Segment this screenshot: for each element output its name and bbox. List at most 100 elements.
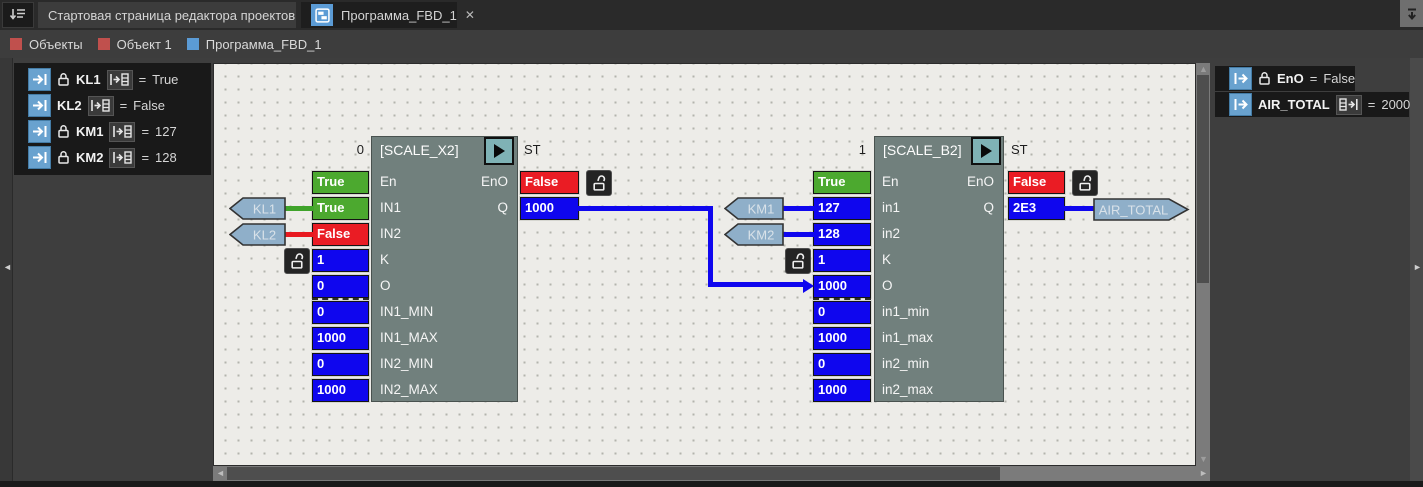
variable-row-km2[interactable]: KM2=128 <box>14 145 211 170</box>
bottom-strip <box>0 481 1423 487</box>
tag-label: AIR_TOTAL <box>1099 203 1169 218</box>
variable-row-kl1[interactable]: KL1=True <box>14 67 211 92</box>
pin-value-box[interactable]: True <box>312 197 369 220</box>
collapse-right-icon[interactable]: ► <box>1413 262 1422 272</box>
pin-value-box[interactable]: 0 <box>312 301 369 324</box>
tab-label: Стартовая страница редактора проектов <box>48 7 296 23</box>
variable-row-kl2[interactable]: KL2=False <box>14 93 211 118</box>
pin-value-box[interactable]: 1000 <box>813 327 871 350</box>
wire-segment[interactable] <box>782 232 815 237</box>
tab-start-page[interactable]: Стартовая страница редактора проектов ✕ <box>38 2 313 28</box>
unlock-icon[interactable] <box>586 170 612 196</box>
pin-value-box[interactable]: 1 <box>813 249 871 272</box>
pin-value-box[interactable]: True <box>813 171 871 194</box>
block-language-label: ST <box>1011 142 1028 157</box>
tag-label: KM2 <box>748 228 775 243</box>
wire-segment[interactable] <box>708 282 804 287</box>
variable-tag[interactable]: KL2 <box>229 223 286 246</box>
lock-icon <box>1258 71 1271 86</box>
lock-icon <box>57 124 70 139</box>
input-arrow-icon <box>28 120 51 143</box>
pin-value-box[interactable]: False <box>520 171 579 194</box>
unlock-icon[interactable] <box>785 248 811 274</box>
pin-value-box[interactable]: 1000 <box>312 379 369 402</box>
fbd-block-scale_b2[interactable] <box>874 136 1004 402</box>
pin-value-box[interactable]: 1000 <box>813 379 871 402</box>
wire-segment[interactable] <box>782 206 815 211</box>
run-block-button[interactable] <box>484 137 514 165</box>
tab-program-fbd[interactable]: Программа_FBD_1 ✕ <box>301 2 475 28</box>
variable-tag[interactable]: KL1 <box>229 197 286 220</box>
watch-value-icon[interactable] <box>109 147 136 168</box>
variable-tag[interactable]: KM1 <box>724 197 784 220</box>
equals-sign: = <box>141 150 150 165</box>
pin-value-box[interactable]: 0 <box>813 301 871 324</box>
run-block-button[interactable] <box>971 137 1001 165</box>
play-icon <box>493 144 505 158</box>
pin-value-box[interactable]: 1000 <box>520 197 579 220</box>
variable-row-air_total[interactable]: AIR_TOTAL=2000 <box>1215 92 1410 117</box>
play-icon <box>980 144 992 158</box>
pin-value-box[interactable]: 1 <box>312 249 369 272</box>
collapse-left-icon[interactable]: ◄ <box>3 262 12 272</box>
variable-value: 127 <box>155 124 177 139</box>
pin-value-box[interactable]: 0 <box>312 353 369 376</box>
variable-value: False <box>133 98 165 113</box>
horizontal-scrollbar[interactable]: ◄ ► <box>213 466 1210 481</box>
output-arrow-icon <box>1229 67 1252 90</box>
pin-label: in1_min <box>882 304 930 319</box>
pin-value-box[interactable]: 2E3 <box>1008 197 1065 220</box>
watch-value-icon[interactable] <box>1335 94 1362 115</box>
watch-value-icon[interactable] <box>106 69 133 90</box>
input-arrow-icon <box>28 146 51 169</box>
unlock-icon[interactable] <box>1072 170 1098 196</box>
vertical-scroll-thumb[interactable] <box>1197 75 1209 283</box>
tab-overflow-icon <box>1406 7 1418 21</box>
tab-bar: Стартовая страница редактора проектов ✕ … <box>0 0 1423 30</box>
pin-value-box[interactable]: False <box>1008 171 1065 194</box>
scroll-up-icon[interactable]: ▲ <box>1199 64 1208 74</box>
breadcrumb-color-square <box>186 38 199 50</box>
wire-segment[interactable] <box>708 206 713 287</box>
pin-value-box[interactable]: 1000 <box>312 327 369 350</box>
vertical-scrollbar[interactable]: ▲ ▼ <box>1196 63 1210 466</box>
close-icon[interactable]: ✕ <box>464 8 475 22</box>
wire-segment[interactable] <box>577 206 710 211</box>
unlock-icon[interactable] <box>284 248 310 274</box>
wire-segment[interactable] <box>284 206 314 211</box>
pin-value-box[interactable]: 0 <box>312 275 369 298</box>
watch-value-icon[interactable] <box>87 95 114 116</box>
equals-sign: = <box>138 72 147 87</box>
pin-value-box[interactable]: True <box>312 171 369 194</box>
scroll-right-icon[interactable]: ► <box>1199 468 1208 478</box>
horizontal-scroll-thumb[interactable] <box>227 467 1000 480</box>
pin-value-box[interactable]: 0 <box>813 353 871 376</box>
breadcrumb-item[interactable]: Программа_FBD_1 <box>186 37 322 52</box>
pin-label: IN2_MIN <box>380 356 434 371</box>
scroll-down-icon[interactable]: ▼ <box>1199 454 1208 464</box>
pin-label: in2_max <box>882 382 934 397</box>
tag-label: KL1 <box>253 202 276 217</box>
pin-value-box[interactable]: 128 <box>813 223 871 246</box>
watch-value-icon[interactable] <box>109 121 136 142</box>
pin-value-box[interactable]: False <box>312 223 369 246</box>
tab-overflow-button[interactable] <box>1400 0 1423 27</box>
pin-value-box[interactable]: 127 <box>813 197 871 220</box>
breadcrumb-item[interactable]: Объект 1 <box>97 37 172 52</box>
fbd-block-scale_x2[interactable] <box>371 136 518 402</box>
variable-tag[interactable]: AIR_TOTAL <box>1093 198 1190 221</box>
wire-segment[interactable] <box>284 232 314 237</box>
pin-value-box[interactable]: 1000 <box>813 275 871 298</box>
block-title: [SCALE_X2] <box>380 142 459 158</box>
lock-icon <box>57 150 70 165</box>
variable-row-eno[interactable]: EnO=False <box>1215 66 1355 91</box>
pin-tab-list-button[interactable] <box>2 2 34 28</box>
scroll-left-icon[interactable]: ◄ <box>216 468 225 478</box>
breadcrumb-item[interactable]: Объекты <box>10 37 83 52</box>
wire-segment[interactable] <box>1063 206 1095 211</box>
variable-row-km1[interactable]: KM1=127 <box>14 119 211 144</box>
pin-label: in1 <box>882 200 901 215</box>
variable-tag[interactable]: KM2 <box>724 223 784 246</box>
